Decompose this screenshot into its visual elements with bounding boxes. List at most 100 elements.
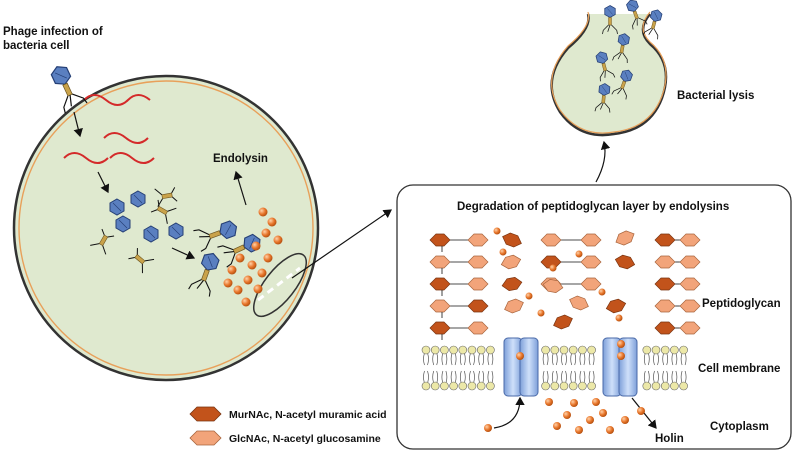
legend-glcnac-swatch — [189, 430, 222, 446]
endolysin-particles — [223, 207, 283, 307]
phage-tail — [150, 199, 177, 224]
phage-dna — [63, 94, 155, 164]
endolysin-ball — [598, 288, 606, 296]
murnac-unit — [654, 277, 676, 291]
endolysin-ball — [606, 426, 614, 434]
endolysin-ball — [493, 227, 501, 235]
phage — [595, 51, 616, 82]
glcnac-unit — [504, 298, 524, 314]
endolysin-ball — [563, 411, 571, 419]
phages — [50, 66, 261, 297]
glcnac-unit — [580, 255, 602, 269]
glcnac-unit — [467, 277, 489, 291]
legend-murnac-swatch — [189, 406, 222, 422]
cell-membrane — [421, 345, 688, 391]
phage-tail — [90, 228, 115, 255]
legend-glcnac-label: GlcNAc, N-acetyl glucosamine — [229, 433, 381, 445]
endolysin-ball — [241, 297, 251, 307]
glcnac-unit — [580, 277, 602, 291]
murnac-unit — [429, 233, 451, 247]
phage — [612, 33, 630, 64]
phage — [642, 9, 663, 40]
endolysin-ball — [617, 352, 625, 360]
lysis-arrow — [595, 140, 611, 183]
detail-panel — [396, 184, 792, 450]
glcnac-unit — [429, 255, 451, 269]
endolysin-ball — [549, 264, 557, 272]
phage-capsid — [168, 222, 184, 240]
endolysin-ball — [484, 424, 492, 432]
wall-rupture — [253, 252, 307, 318]
phage — [188, 252, 220, 297]
endolysin-ball — [525, 292, 533, 300]
murnac-unit — [654, 321, 676, 335]
process-arrows — [73, 111, 247, 260]
glcnac-unit — [467, 233, 489, 247]
glcnac-unit — [654, 299, 676, 313]
endolysin-ball — [227, 265, 237, 275]
glcnac-unit — [569, 295, 589, 311]
murnac-unit — [467, 299, 489, 313]
phage-capsid — [115, 215, 131, 233]
endolysin-ball — [570, 399, 578, 407]
phage — [594, 83, 611, 113]
cytoplasm-label: Cytoplasm — [710, 421, 769, 433]
glcnac-unit — [679, 321, 701, 335]
endolysin-ball — [553, 422, 561, 430]
endolysin-ball — [575, 426, 583, 434]
zoom-connector — [291, 209, 392, 279]
endolysin-ball — [537, 309, 545, 317]
endolysin-ball — [253, 284, 263, 294]
cell-membrane-label: Cell membrane — [698, 363, 781, 375]
murnac-unit — [429, 277, 451, 291]
legend-murnac-label: MurNAc, N-acetyl muramic acid — [229, 409, 387, 421]
holin-label: Holin — [655, 433, 684, 445]
endolysin-ball — [223, 278, 233, 288]
phage-tail — [128, 248, 155, 274]
bacteria-cell — [12, 74, 320, 382]
peptidoglycan-layer — [429, 227, 701, 340]
glcnac-unit — [467, 255, 489, 269]
endolysin-ball — [263, 253, 273, 263]
glcnac-unit — [467, 321, 489, 335]
endolysin-ball — [499, 248, 507, 256]
endolysin-ball — [258, 207, 268, 217]
phage-infection-label: Phage infection of bacteria cell — [3, 26, 103, 52]
glcnac-unit — [679, 277, 701, 291]
glcnac-unit — [580, 233, 602, 247]
holin-channels — [503, 337, 638, 397]
transport-arrow — [493, 396, 525, 429]
peptidoglycan-label: Peptidoglycan — [702, 298, 781, 310]
phage-capsid — [143, 225, 159, 243]
released-phages — [594, 0, 663, 113]
glcnac-unit — [429, 299, 451, 313]
endolysin-ball — [261, 228, 271, 238]
endolysin-ball — [615, 314, 623, 322]
endolysin-ball — [617, 340, 625, 348]
endolysin-ball — [273, 235, 283, 245]
murnac-unit — [540, 255, 562, 269]
degradation-title: Degradation of peptidoglycan layer by en… — [457, 201, 730, 213]
endolysin-ball — [545, 398, 553, 406]
glcnac-unit — [542, 279, 564, 293]
phage-capsid — [130, 190, 146, 208]
lysed-bacterium — [550, 11, 668, 137]
phage — [626, 0, 648, 30]
endolysin-ball — [243, 275, 253, 285]
endolysin-ball — [251, 241, 261, 251]
endolysin-ball — [516, 352, 524, 360]
glcnac-unit — [679, 299, 701, 313]
endolysin-ball — [267, 217, 277, 227]
endolysin-ball — [637, 407, 645, 415]
glcnac-unit — [679, 233, 701, 247]
phage — [602, 5, 618, 35]
phage-capsid — [109, 198, 125, 216]
endolysin-ball — [575, 250, 583, 258]
murnac-unit — [429, 321, 451, 335]
murnac-unit — [614, 254, 636, 270]
murnac-unit — [553, 314, 573, 330]
glcnac-unit — [679, 255, 701, 269]
phage — [611, 69, 633, 100]
box-endolysin-particles — [484, 340, 645, 434]
